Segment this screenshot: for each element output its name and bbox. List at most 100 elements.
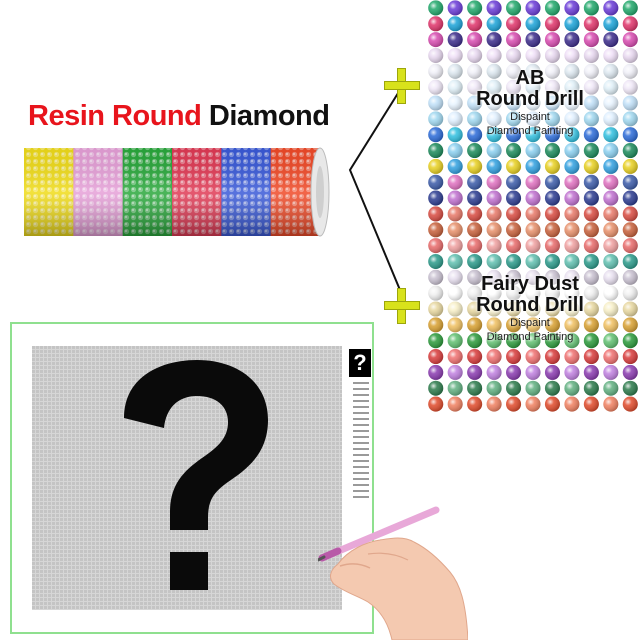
drill-bead-shine <box>447 158 463 174</box>
drill-bead-shine <box>447 396 463 412</box>
drill-bead-shine <box>544 253 560 269</box>
drill-bead-shine <box>467 143 483 159</box>
drill-bead-shine <box>544 396 560 412</box>
drill-bead-shine <box>603 222 619 238</box>
drill-bead-shine <box>544 0 560 16</box>
legend-line <box>353 412 369 414</box>
drill-bead-shine <box>603 190 619 206</box>
drill-bead-shine <box>486 32 502 48</box>
drill-bead-shine <box>467 301 483 317</box>
drill-bead-shine <box>564 0 580 16</box>
drill-bead-shine <box>603 285 619 301</box>
drill-bead-shine <box>564 364 580 380</box>
drill-bead-shine <box>428 364 444 380</box>
drill-bead-shine <box>583 190 599 206</box>
drill-bead-shine <box>603 238 619 254</box>
drill-bead-shine <box>603 143 619 159</box>
drill-bead-shine <box>506 238 522 254</box>
drill-bead-shine <box>564 174 580 190</box>
drill-bead-shine <box>467 317 483 333</box>
legend-line <box>353 382 369 384</box>
drill-bead-shine <box>603 79 619 95</box>
drill-bead-shine <box>583 269 599 285</box>
drill-bead-shine <box>506 174 522 190</box>
drill-bead-shine <box>583 16 599 32</box>
drill-bead-shine <box>467 253 483 269</box>
drill-bead-shine <box>583 63 599 79</box>
drill-bead-shine <box>486 222 502 238</box>
drill-bead-shine <box>622 396 638 412</box>
drill-bead-shine <box>544 364 560 380</box>
drill-bead-shine <box>467 349 483 365</box>
drill-bead-shine <box>525 285 541 301</box>
drill-bead-shine <box>525 317 541 333</box>
drill-bead-shine <box>447 127 463 143</box>
mystery-canvas <box>32 346 342 610</box>
drill-bead-shine <box>583 32 599 48</box>
drill-bead-shine <box>447 95 463 111</box>
drill-bead-shine <box>525 0 541 16</box>
fairy-label-line1: Fairy Dust <box>481 273 579 295</box>
drill-bead-shine <box>544 111 560 127</box>
drill-bead-shine <box>564 333 580 349</box>
drill-bead-shine <box>467 174 483 190</box>
drill-bead-shine <box>525 238 541 254</box>
drill-bead-shine <box>544 79 560 95</box>
hand-with-pen-illustration <box>318 506 468 640</box>
drill-bead-shine <box>603 269 619 285</box>
drill-bead-shine <box>603 16 619 32</box>
drill-bead-shine <box>622 285 638 301</box>
drill-bead-shine <box>583 111 599 127</box>
drill-bead-shine <box>428 285 444 301</box>
drill-bead-shine <box>428 396 444 412</box>
drill-bead-shine <box>467 333 483 349</box>
drill-bead-shine <box>467 380 483 396</box>
drill-bead-shine <box>467 111 483 127</box>
drill-bead-shine <box>447 63 463 79</box>
drill-bead-shine <box>486 158 502 174</box>
drill-bead-shine <box>506 269 522 285</box>
drill-bead-shine <box>544 143 560 159</box>
drill-bead-shine <box>544 238 560 254</box>
drill-bead-shine <box>622 0 638 16</box>
fairy-label-line2: Round Drill <box>476 294 584 316</box>
drill-bead-shine <box>467 63 483 79</box>
legend-line <box>353 418 369 420</box>
drill-bead-shine <box>603 47 619 63</box>
drill-bead-shine <box>486 47 502 63</box>
drill-bead-shine <box>583 0 599 16</box>
drill-bead-shine <box>564 285 580 301</box>
drill-bead-shine <box>447 0 463 16</box>
drill-bead-shine <box>506 47 522 63</box>
drill-bead-shine <box>622 16 638 32</box>
drill-bead-shine <box>486 285 502 301</box>
drill-bead-shine <box>525 143 541 159</box>
drill-bead-shine <box>506 143 522 159</box>
drill-bead-shine <box>428 238 444 254</box>
drill-bead-shine <box>467 47 483 63</box>
drill-bead-shine <box>486 174 502 190</box>
drill-bead-shine <box>603 333 619 349</box>
drill-bead-shine <box>564 79 580 95</box>
drill-bead-shine <box>428 253 444 269</box>
drill-bead-shine <box>428 47 444 63</box>
drill-bead-shine <box>467 285 483 301</box>
drill-bead-shine <box>544 63 560 79</box>
drill-bead-shine <box>622 174 638 190</box>
drill-bead-shine <box>447 47 463 63</box>
drill-bead-shine <box>583 95 599 111</box>
drill-bead-shine <box>525 127 541 143</box>
drill-bead-shine <box>486 333 502 349</box>
drill-bead-shine <box>603 206 619 222</box>
drill-bead-shine <box>447 317 463 333</box>
drill-bead-shine <box>564 158 580 174</box>
title-word-diamond: Diamond <box>208 100 330 132</box>
drill-bead-shine <box>525 174 541 190</box>
drill-bead-shine <box>544 190 560 206</box>
drill-bead-shine <box>428 222 444 238</box>
drill-bead-shine <box>506 79 522 95</box>
title-word-resin: Resin <box>28 100 105 132</box>
ab-label-line2: Round Drill <box>476 88 584 110</box>
ab-label-product: Diamond Painting <box>486 125 574 137</box>
drill-bead-shine <box>622 143 638 159</box>
